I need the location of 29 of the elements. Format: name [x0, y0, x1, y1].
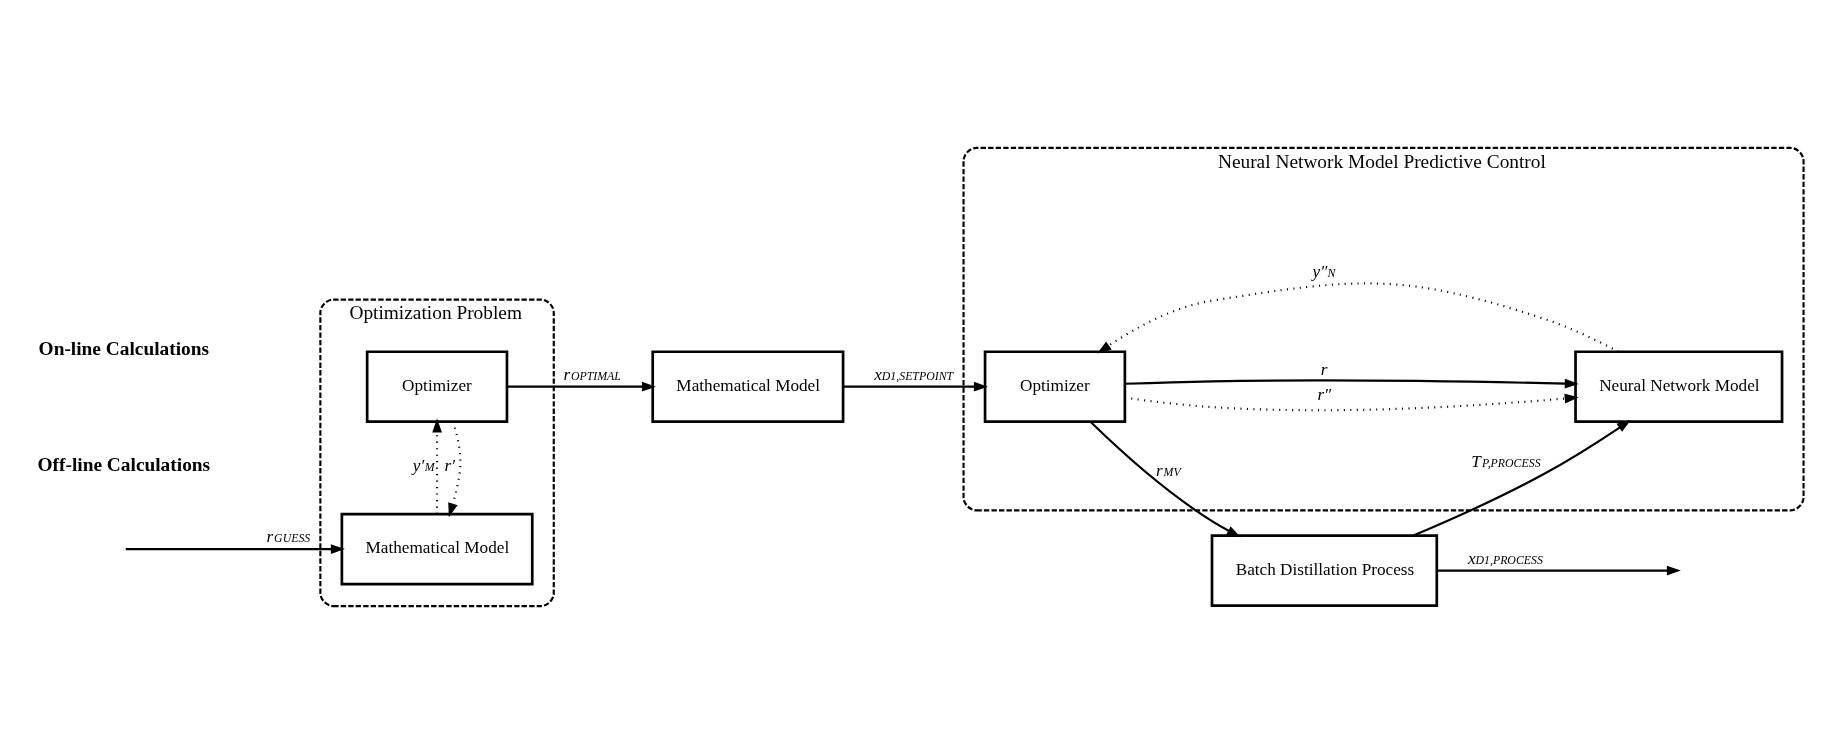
edge-label: y′M [412, 455, 435, 475]
node-box: Neural Network Model [1574, 349, 1784, 423]
edge-label: r″ [1317, 384, 1332, 404]
node-box: Optimizer [365, 349, 509, 423]
edge-label: rMV [1156, 460, 1181, 480]
edge-label: y″N [1312, 261, 1336, 281]
arrow [1412, 419, 1631, 537]
node-box: Mathematical Model [651, 349, 845, 423]
arrow [1436, 565, 1681, 575]
arrow [1097, 281, 1619, 353]
arrow [1124, 393, 1579, 411]
edge-label: xD1,PROCESS [1467, 548, 1543, 568]
edge-label: xD1,SETPOINT [874, 364, 954, 384]
node-box: Batch Distillation Process [1210, 533, 1439, 607]
arrow [1125, 378, 1579, 388]
edge-label: r′ [444, 455, 456, 475]
arrow [432, 418, 442, 514]
edge-label: rOPTIMAL [563, 364, 621, 384]
edge-label: TP,PROCESS [1471, 451, 1541, 471]
node-box: Optimizer [983, 349, 1127, 423]
arrow [125, 543, 345, 554]
arrow [1089, 420, 1241, 537]
label: Off-line Calculations [37, 453, 211, 475]
node-box: Mathematical Model [340, 512, 534, 585]
edge-label: rGUESS [266, 526, 311, 546]
label: On-line Calculations [38, 337, 210, 359]
edge-label: r [1320, 359, 1328, 379]
arrow [507, 381, 656, 392]
arrow [843, 381, 988, 392]
